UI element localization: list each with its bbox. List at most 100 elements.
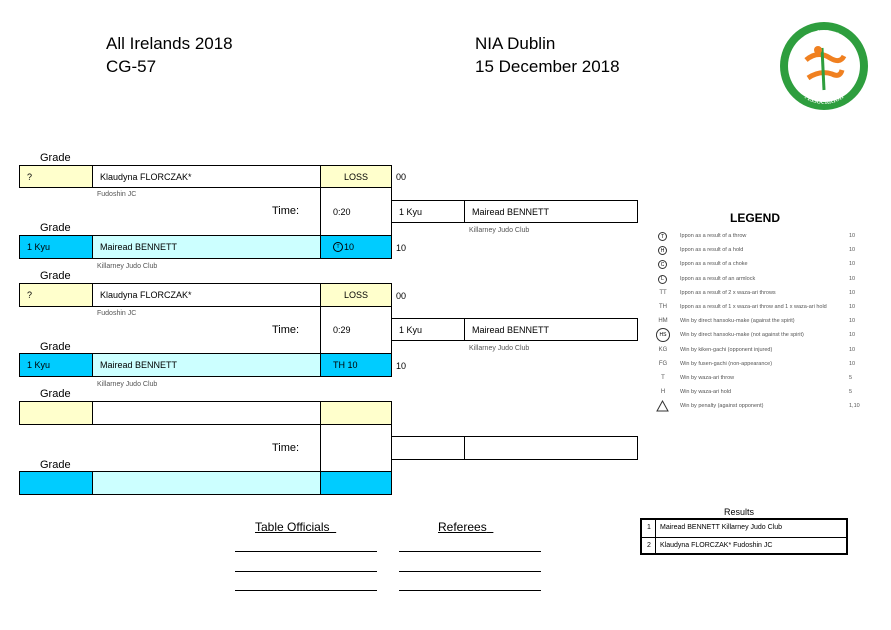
signature-line <box>399 551 541 552</box>
grade-label: Grade <box>40 270 71 282</box>
event-title: All Irelands 2018 <box>106 34 233 53</box>
legend-points: 10 <box>849 318 856 325</box>
table-officials-label: Table Officials <box>255 520 330 534</box>
winner-name-cell[interactable] <box>464 436 638 460</box>
result-value: 10 <box>344 242 355 252</box>
time-label: Time: <box>272 324 300 336</box>
results-entry: Klaudyna FLORCZAK* Fudoshin JC <box>660 542 773 549</box>
legend-text: Win by waza-ari hold <box>680 389 732 396</box>
club-label: Fudoshin JC <box>97 191 137 198</box>
legend-code-icon: C <box>658 260 667 270</box>
legend-points: 10 <box>849 304 856 310</box>
referees-label: Referees <box>438 520 487 534</box>
legend-text: Ippon as a result of 1 x waza-ari throw … <box>680 304 827 310</box>
legend-code-icon: H <box>658 246 667 256</box>
competitor-name[interactable]: Klaudyna FLORCZAK* <box>92 165 321 188</box>
logo-text-bottom: Association <box>803 91 845 106</box>
time-label: Time: <box>272 442 300 454</box>
score-value: 10 <box>396 361 407 371</box>
club-label: Fudoshin JC <box>97 310 137 317</box>
results-row: 1 Mairead BENNETT Killarney Judo Club <box>642 520 846 538</box>
legend-points: 5 <box>849 375 853 381</box>
signature-line <box>235 571 377 572</box>
grade-label: Grade <box>40 341 71 353</box>
winner-grade-cell[interactable]: 1 Kyu <box>391 200 465 223</box>
legend-text: Ippon as a result of 2 x waza-ari throws <box>680 289 776 296</box>
legend-points: 5 <box>849 389 853 396</box>
grade-label: Grade <box>40 222 71 234</box>
penalty-triangle-icon <box>656 399 669 417</box>
time-value: 0:29 <box>333 325 351 335</box>
svg-text:Association: Association <box>803 91 845 106</box>
competitor-name[interactable]: Mairead BENNETT <box>92 235 321 259</box>
competitor-name[interactable] <box>92 401 321 425</box>
grade-label: Grade <box>40 152 71 164</box>
competitor-name[interactable]: Klaudyna FLORCZAK* <box>92 283 321 307</box>
legend-text: Ippon as a result of a hold <box>680 247 744 254</box>
club-label: Killarney Judo Club <box>97 381 158 388</box>
results-entry: Mairead BENNETT Killarney Judo Club <box>660 524 783 531</box>
venue-label: NIA Dublin <box>475 34 556 53</box>
result-cell[interactable]: LOSS <box>320 165 392 188</box>
result-cell[interactable]: TH 10 <box>320 353 392 377</box>
legend-code: H <box>660 389 666 396</box>
result-cell[interactable] <box>320 471 392 495</box>
results-place: 2 <box>647 542 651 549</box>
score-value: 00 <box>396 172 407 182</box>
winner-name-cell[interactable]: Mairead BENNETT <box>464 318 638 341</box>
legend-code: HM <box>658 318 668 325</box>
legend-points: 10 <box>849 332 856 339</box>
result-cell[interactable]: T 10 <box>320 235 392 259</box>
results-row: 2 Klaudyna FLORCZAK* Fudoshin JC <box>642 537 846 555</box>
category-label: CG-57 <box>106 57 157 76</box>
grade-cell[interactable]: 1 Kyu <box>19 235 93 259</box>
grade-label: Grade <box>40 459 71 471</box>
legend-text: Win by direct hansoku-make (against the … <box>680 318 795 325</box>
winner-grade-cell[interactable]: 1 Kyu <box>391 318 465 341</box>
irish-judo-logo: Irish Judo Association <box>778 20 870 112</box>
grade-cell[interactable] <box>19 471 93 495</box>
grade-cell[interactable]: ? <box>19 165 93 188</box>
results-table: 1 Mairead BENNETT Killarney Judo Club 2 … <box>640 518 848 555</box>
competitor-name[interactable] <box>92 471 321 495</box>
legend-code-icon: L <box>658 274 667 284</box>
grade-cell[interactable]: 1 Kyu <box>19 353 93 377</box>
grade-cell[interactable] <box>19 401 93 425</box>
legend-text: Ippon as a result of a choke <box>680 261 748 268</box>
legend-code-icon: T <box>658 232 667 241</box>
results-place: 1 <box>647 524 651 531</box>
legend-text: Win by direct hansoku-make (not against … <box>680 332 804 339</box>
legend-points: 10 <box>849 360 856 367</box>
grade-cell[interactable]: ? <box>19 283 93 307</box>
signature-line <box>399 590 541 591</box>
club-label: Killarney Judo Club <box>97 263 158 270</box>
winner-name-cell[interactable]: Mairead BENNETT <box>464 200 638 223</box>
winner-club-label: Killarney Judo Club <box>469 345 530 352</box>
grade-label: Grade <box>40 388 71 400</box>
legend-code: FG <box>658 360 668 367</box>
legend-text: Ippon as a result of an armlock <box>680 275 756 282</box>
legend-points: 10 <box>849 346 856 353</box>
date-label: 15 December 2018 <box>475 57 620 76</box>
throw-icon: T <box>333 242 343 252</box>
results-title: Results <box>724 507 755 517</box>
legend-text: Win by fusen-gachi (non-appearance) <box>680 360 773 367</box>
winner-club-label: Killarney Judo Club <box>469 227 530 234</box>
legend-text: Ippon as a result of a throw <box>680 233 747 239</box>
result-cell[interactable]: LOSS <box>320 283 392 307</box>
signature-line <box>399 571 541 572</box>
legend-code-icon: HS <box>656 328 670 343</box>
legend-text: Win by penalty (against opponent) <box>680 403 764 410</box>
score-value: 10 <box>396 243 407 253</box>
result-cell[interactable] <box>320 401 392 425</box>
time-label: Time: <box>272 205 300 217</box>
winner-grade-cell[interactable] <box>391 436 465 460</box>
score-value: 00 <box>396 291 407 301</box>
legend-points: 10 <box>849 261 856 268</box>
legend-points: 10 <box>849 289 856 296</box>
signature-line <box>235 551 377 552</box>
competitor-name[interactable]: Mairead BENNETT <box>92 353 321 377</box>
legend-code: TH <box>659 304 667 310</box>
legend-text: Win by kiken-gachi (opponent injured) <box>680 346 773 353</box>
legend-points: 10 <box>849 247 856 254</box>
